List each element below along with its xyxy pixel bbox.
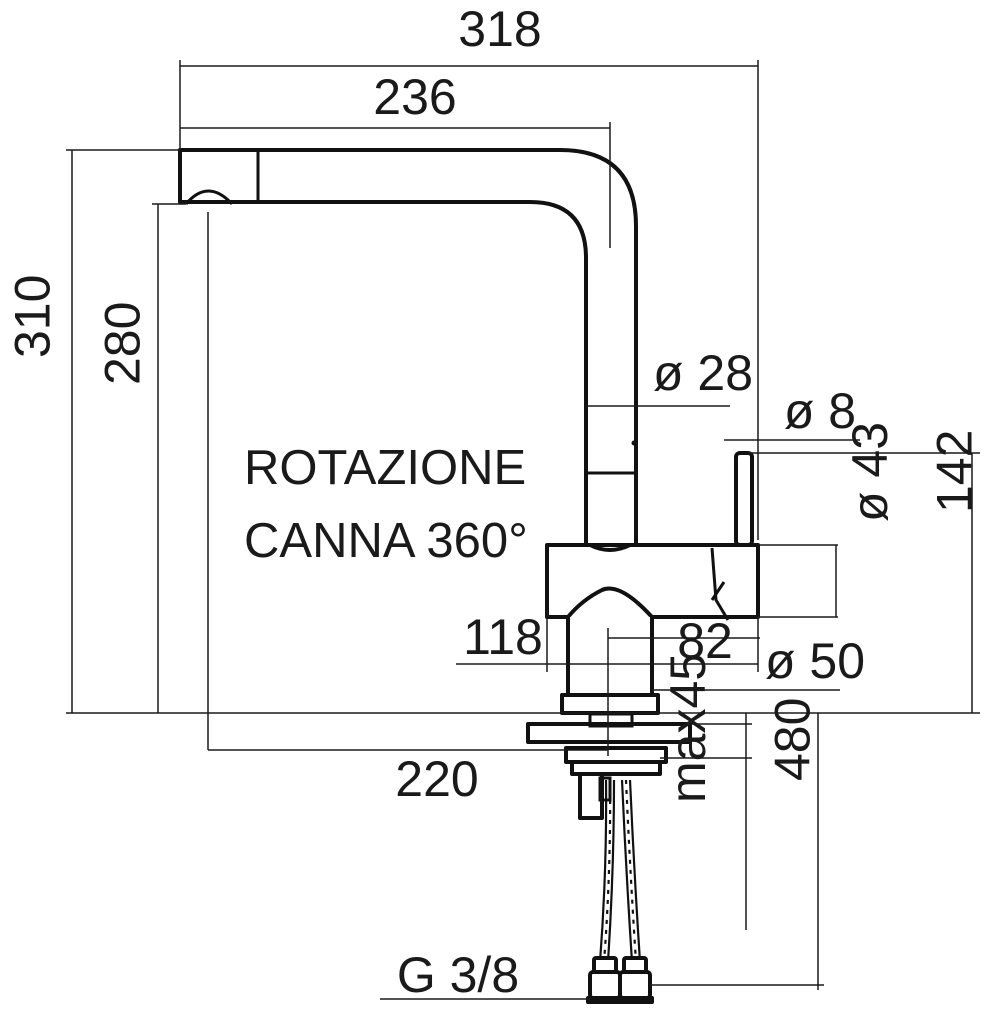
dim-spout-to-base: 220 xyxy=(395,751,478,807)
dim-body-diameter: ø 43 xyxy=(842,422,898,522)
dim-max-worktop: max45 xyxy=(660,653,716,803)
worktop-plate xyxy=(526,722,692,744)
body-neck xyxy=(566,617,654,697)
dim-spout-height: 280 xyxy=(94,302,150,385)
base-ring xyxy=(560,693,660,715)
dim-connection-thread: G 3/8 xyxy=(397,947,519,1003)
stub-connector xyxy=(598,776,612,802)
joint-dot xyxy=(631,440,637,446)
fixing-washer xyxy=(570,760,662,776)
faucet-outline xyxy=(178,148,760,1004)
rotation-note-line1: ROTAZIONE xyxy=(244,441,526,495)
dim-overall-height: 310 xyxy=(4,275,60,358)
dim-overall-width: 318 xyxy=(458,1,541,57)
dim-lever-diameter: ø 8 xyxy=(784,383,856,439)
dim-body-width: 118 xyxy=(463,609,543,665)
shank xyxy=(588,712,634,728)
dimension-lines xyxy=(66,60,980,1000)
rotation-note-line2: CANNA 360° xyxy=(244,514,528,568)
dim-hose-length: 480 xyxy=(764,698,820,781)
aerator xyxy=(184,189,234,206)
dim-body-height: 142 xyxy=(926,430,982,513)
spout-tube xyxy=(178,148,638,547)
hose-stub xyxy=(578,772,604,820)
dim-spout-diameter: ø 28 xyxy=(653,345,753,401)
lever-rod xyxy=(734,451,754,547)
lever-block xyxy=(710,547,730,621)
mixer-body xyxy=(545,543,760,619)
dim-spout-reach: 236 xyxy=(373,69,456,125)
dim-base-diameter: ø 50 xyxy=(765,633,865,689)
hose-fittings xyxy=(586,956,654,1004)
flexible-hoses xyxy=(598,779,642,963)
dim-lever-offset: 82 xyxy=(677,613,733,669)
